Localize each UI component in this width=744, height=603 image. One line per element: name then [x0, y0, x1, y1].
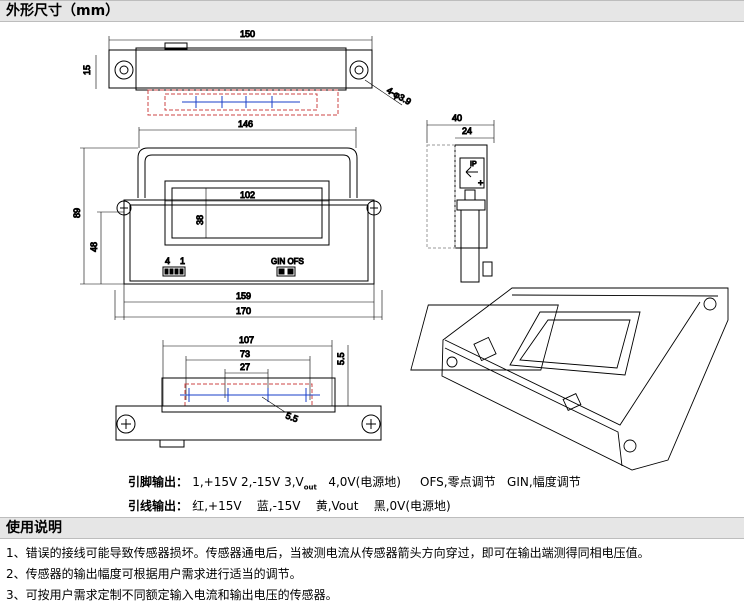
- plus-label: +: [478, 178, 483, 188]
- top-dim-15: 15: [82, 65, 92, 75]
- bottom-view: [115, 340, 382, 448]
- gin-ofs-label: GIN OFS: [271, 257, 304, 266]
- front-dim-89: 89: [72, 208, 82, 218]
- front-dim-48: 48: [89, 242, 99, 252]
- bottom-dim-5-5-diag: 5.5: [284, 410, 299, 424]
- front-dim-38: 38: [195, 215, 205, 225]
- usage-note-1: 1、错误的接线可能导致传感器损坏。传感器通电后，当被测电流从传感器箭头方向穿过，…: [6, 546, 650, 560]
- bottom-dim-5-5-side: 5.5: [336, 352, 346, 365]
- pin-output-line: 引脚输出： 1,+15V 2,-15V 3,Vout 4,0V(电源地) OFS…: [128, 473, 581, 491]
- usage-note-2: 2、传感器的输出幅度可根据用户需求进行适当的调节。: [6, 567, 302, 581]
- front-dim-146: 146: [238, 119, 253, 129]
- front-dim-170: 170: [236, 306, 251, 316]
- wire-output-line: 引线输出： 红,+15V 蓝,-15V 黄,Vout 黑,0V(电源地): [128, 497, 451, 514]
- wire-output-label: 引线输出：: [128, 499, 189, 513]
- isometric-view: [410, 287, 729, 471]
- wire-output-items: 红,+15V 蓝,-15V 黄,Vout 黑,0V(电源地): [192, 499, 451, 513]
- front-dim-159: 159: [236, 291, 251, 301]
- hole-label: 4-φ3.9: [385, 85, 413, 107]
- usage-header: 使用说明: [0, 517, 744, 539]
- top-view: [95, 36, 403, 116]
- side-dim-40: 40: [452, 113, 462, 123]
- side-view: [426, 120, 495, 283]
- side-dim-24: 24: [462, 126, 472, 136]
- bottom-dim-27: 27: [240, 362, 250, 372]
- front-view: [80, 127, 383, 320]
- front-dim-102: 102: [240, 190, 255, 200]
- pin-output-items-rest: 4,0V(电源地) OFS,零点调节 GIN,幅度调节: [316, 475, 581, 489]
- bottom-dim-73: 73: [240, 349, 250, 359]
- ip-label: IP: [470, 161, 477, 168]
- pin-output-items: 1,+15V 2,-15V 3,V: [192, 475, 304, 489]
- vout-subscript: out: [303, 483, 317, 492]
- pin-output-label: 引脚输出：: [128, 475, 189, 489]
- bottom-dim-107: 107: [239, 335, 254, 345]
- pin-label-4: 4: [165, 256, 170, 266]
- usage-note-3: 3、可按用户需求定制不同额定输入电流和输出电压的传感器。: [6, 588, 338, 602]
- pin-label-1: 1: [180, 256, 185, 266]
- dimensions-header: 外形尺寸（mm）: [0, 0, 744, 22]
- top-dim-150: 150: [240, 29, 255, 39]
